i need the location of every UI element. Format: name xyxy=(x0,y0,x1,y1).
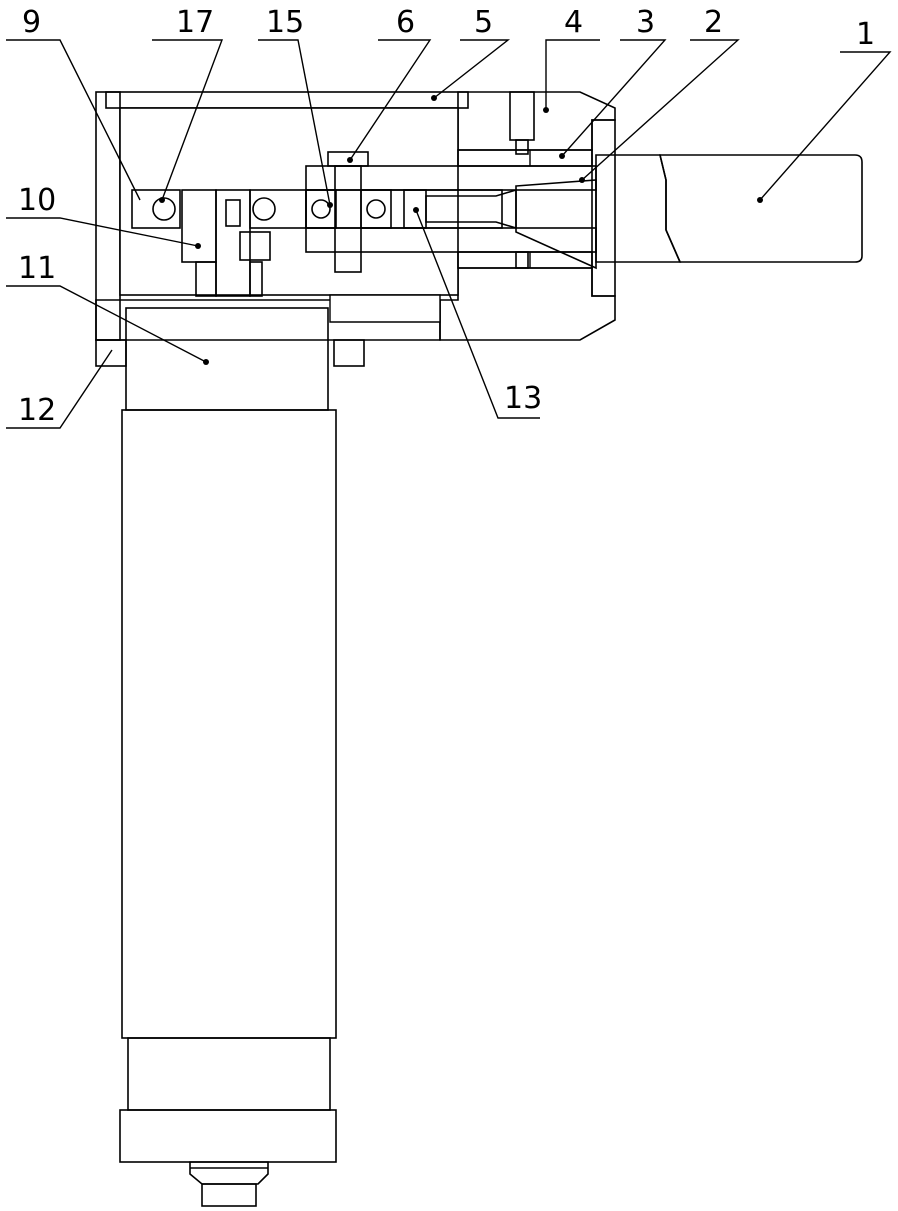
label-10: 10 xyxy=(18,183,56,218)
label-4: 4 xyxy=(564,5,583,40)
label-6: 6 xyxy=(396,5,415,40)
label-12: 12 xyxy=(18,393,56,428)
label-2: 2 xyxy=(704,5,723,40)
label-3: 3 xyxy=(636,5,655,40)
label-11: 11 xyxy=(18,251,56,286)
label-1: 1 xyxy=(856,17,875,52)
label-5: 5 xyxy=(474,5,493,40)
bushing-sleeve xyxy=(458,150,592,268)
label-15: 15 xyxy=(266,5,304,40)
spindle-motor xyxy=(96,308,364,1206)
label-9: 9 xyxy=(22,5,41,40)
housing-body xyxy=(96,92,615,340)
label-17: 17 xyxy=(176,5,214,40)
input-shaft xyxy=(516,155,862,268)
label-13: 13 xyxy=(504,381,542,416)
